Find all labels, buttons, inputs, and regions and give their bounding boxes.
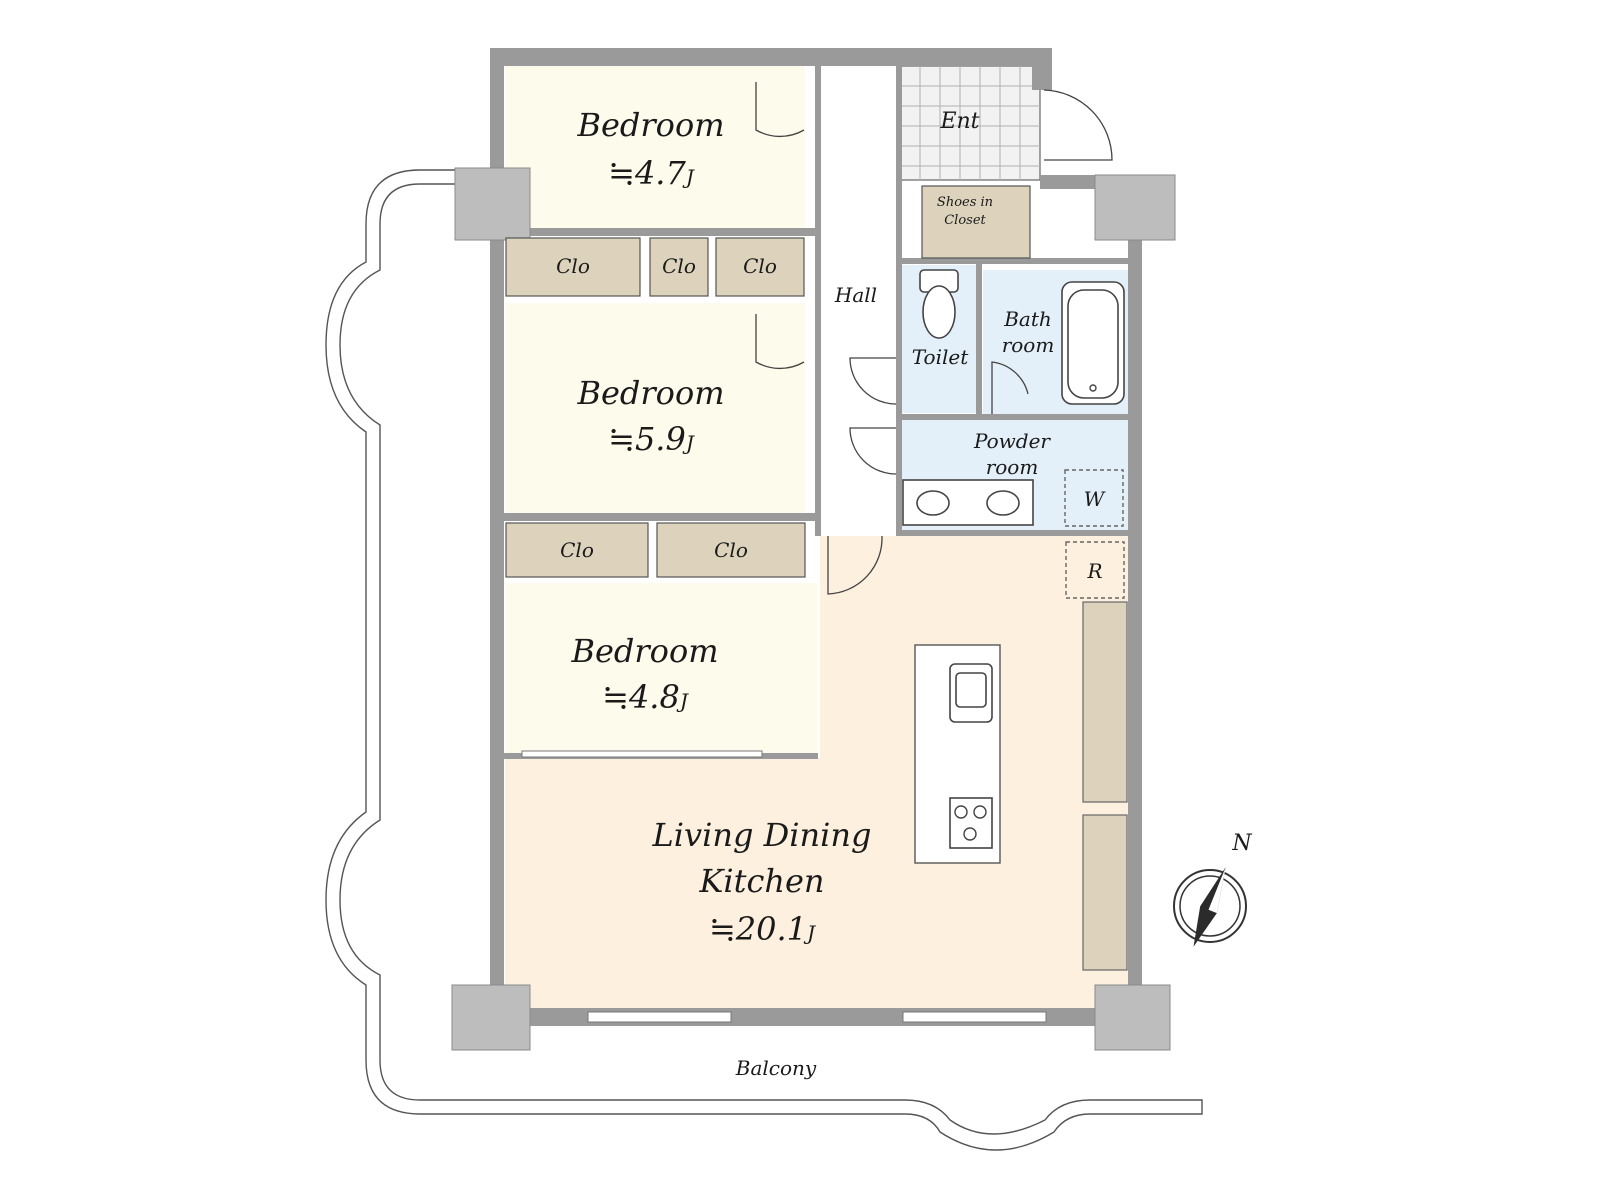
toilet-label: Toilet [912,345,969,369]
hall-floor [818,66,896,536]
toilet-icon [919,269,959,339]
closet-label: Clo [560,538,594,562]
bedroom3-name: Bedroom [570,632,718,670]
bedroom1-size: ≒4.7J [608,154,695,192]
bedroom1-name: Bedroom [576,106,724,144]
bedroom3-size: ≒4.8J [602,678,689,716]
powder-line2: room [986,455,1039,479]
closet-label: Clo [556,254,590,278]
balcony [325,169,1203,1151]
bedroom2-size: ≒5.9J [608,420,695,458]
ldk-name-line2: Kitchen [698,862,824,900]
bedroom3-floor [505,583,817,755]
closet-label: Clo [662,254,696,278]
bath-line1: Bath [1003,307,1052,331]
bedroom1-floor [505,66,805,228]
bathtub-icon [1061,281,1125,405]
door-swing-icon [755,82,1113,595]
bedroom2-floor [505,303,805,513]
closet-label: Clo [743,254,777,278]
hall-label: Hall [834,283,877,307]
stove-icon [949,797,993,849]
shoes-closet-line1: Shoes in [937,195,993,210]
columns [451,167,1176,1051]
windows [521,750,1047,1023]
powder-line1: Powder [973,429,1051,453]
room-labels: Bedroom ≒4.7J Bedroom ≒5.9J Bedroom ≒4.8… [556,106,1106,1080]
bath-line2: room [1002,333,1055,357]
bedroom2-name: Bedroom [576,374,724,412]
refrigerator-label: R [1086,559,1102,583]
washer-space [1064,469,1124,527]
closet-label: Clo [714,538,748,562]
kitchen [914,541,1128,971]
kitchen-sink-icon [949,663,993,723]
compass-icon: N [1173,831,1252,947]
compass-north-label: N [1231,831,1252,856]
washer-label: W [1084,487,1106,511]
sink-icon [902,479,1034,526]
entrance-tiles [899,65,1041,181]
shoes-closet-line2: Closet [944,213,986,228]
ldk-name-line1: Living Dining [652,816,872,854]
balcony-label: Balcony [735,1056,817,1080]
ldk-size: ≒20.1J [709,910,816,948]
closets [505,185,1031,578]
entrance-label: Ent [939,109,979,134]
